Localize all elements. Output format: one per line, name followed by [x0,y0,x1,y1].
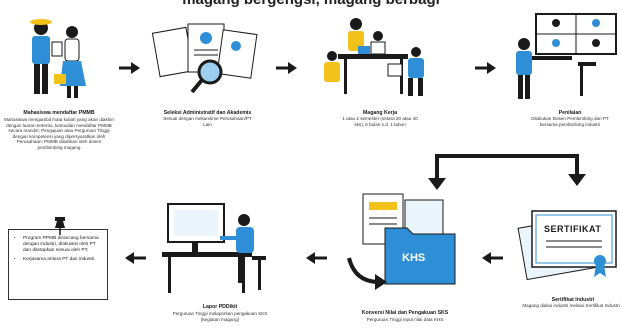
note-card: Program PPMB dirancang bersama dengan in… [8,229,108,300]
note-item: Program PPMB dirancang bersama dengan in… [23,236,103,254]
students-illustration [30,19,86,98]
khs-folder-illustration [347,193,456,290]
work-meeting-illustration [324,18,424,96]
connector-arrow-down-icon [428,154,586,190]
note-item: Kerjasama antara PT dan industri. [23,257,103,263]
step-1-title: Mahasiswa mendaftar PMMB [23,110,95,116]
note-list: Program PPMB dirancang bersama dengan in… [23,236,103,263]
step-1-text: Mahasiswa mengambil mata kuliah yang aka… [4,117,114,150]
step-2-text: Sesuai dengan mekanisme Perusahaan/PT La… [163,116,252,127]
step-6-text: Perguruan Tinggi input nilai data KHS [366,317,444,322]
certificate-label: SERTIFIKAT [544,224,602,234]
step-4-title: Penilaian [558,110,582,116]
arrow-left-icon [482,252,503,264]
certificate-illustration [517,210,617,281]
documents-magnifier-illustration [151,23,258,94]
step-7-title: Lapor PDDikti [202,304,238,310]
report-desk-illustration [162,203,266,293]
pushpin-icon [55,217,65,235]
khs-label: KHS [402,252,426,264]
step-3-text: 1 atau 2 semester (setara 20 atau 40 sks… [342,116,418,127]
header-banner: magang bergengsi, magang berbagi [0,0,622,8]
assessment-video-call-illustration [516,13,617,99]
step-5-title: Sertifikat Industri [551,297,595,303]
step-4-text: Dilakukan Dosen Pembimbing dari PT bersa… [531,116,609,127]
step-5-text: Magang diakui industri melalui Sertifika… [522,303,620,308]
step-7-text: Perguruan Tinggi melaporkan pengakuan SK… [172,311,268,322]
arrow-left-icon [125,252,146,264]
arrow-right-icon [276,62,297,74]
banner-title: magang bergengsi, magang berbagi [182,0,440,8]
step-3-title: Magang Kerja [362,110,397,116]
arrow-right-icon [119,62,140,74]
step-2-title: Seleksi Administratif dan Akademis [163,110,252,116]
arrow-right-icon [475,62,496,74]
step-6-title: Konversi Nilai dan Pengakuan SKS [361,310,449,316]
arrow-left-icon [306,252,327,264]
